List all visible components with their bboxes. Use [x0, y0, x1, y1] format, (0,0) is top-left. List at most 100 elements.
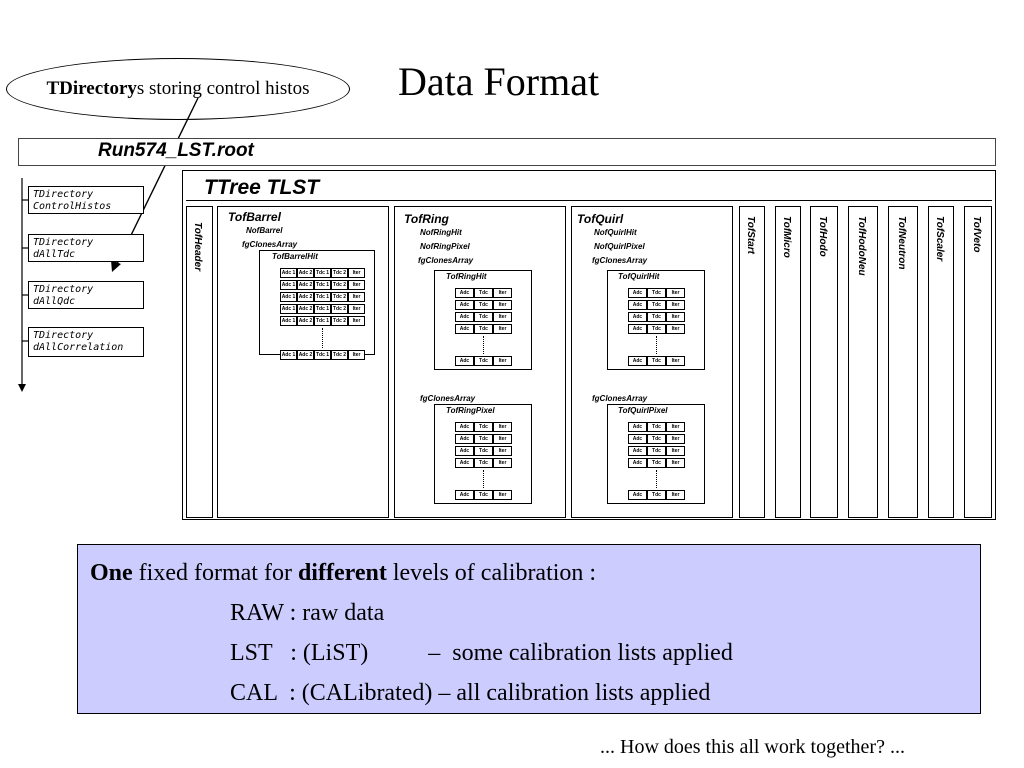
- barrel-cell: Tdc 2: [331, 316, 348, 326]
- barrel-cell: Tdc 1: [314, 304, 331, 314]
- quirl-hit-cell: Iter: [666, 324, 685, 334]
- quirl-pixel-cell: Iter: [666, 422, 685, 432]
- directory-control-histos: TDirectory ControlHistos: [28, 186, 144, 214]
- branch-label: TofVeto: [971, 216, 982, 253]
- branch-label: TofStart: [745, 216, 756, 254]
- quirl-pixel-cell: Iter: [666, 446, 685, 456]
- quirl-pixel-cell: Tdc: [647, 490, 666, 500]
- branch-tof-hodo: [810, 206, 838, 518]
- quirl-hit-cell: Adc: [628, 324, 647, 334]
- directory-line: TDirectory: [33, 237, 94, 248]
- quirl-pixel-cell: Iter: [666, 434, 685, 444]
- ring-pixel-cell: Iter: [493, 434, 512, 444]
- inner-title: TofBarrelHit: [272, 252, 318, 261]
- continuation-dots: [655, 336, 659, 354]
- quirl-hit-cell: Tdc: [647, 288, 666, 298]
- ttree-divider: [186, 200, 992, 201]
- branch-label: TofHeader: [192, 222, 203, 272]
- quirl-pixel-cell: Tdc: [647, 458, 666, 468]
- ring-hit-cell: Iter: [493, 312, 512, 322]
- ring-hit-cell: Tdc: [474, 312, 493, 322]
- barrel-cell: Adc 1: [280, 280, 297, 290]
- footer-text: ... How does this all work together? ...: [600, 736, 905, 758]
- quirl-hit-cell: Iter: [666, 300, 685, 310]
- ttree-name: TTree TLST: [204, 176, 320, 199]
- ring-hit-cell: Iter: [493, 288, 512, 298]
- barrel-cell: Tdc 2: [331, 304, 348, 314]
- directory-line: TDirectory: [33, 330, 94, 341]
- leaf-label: NofRingPixel: [420, 242, 470, 251]
- directory-line: dAllCorrelation: [33, 342, 124, 353]
- barrel-cell: Adc 2: [297, 292, 314, 302]
- quirl-pixel-cell: Tdc: [647, 446, 666, 456]
- inner-title: TofRingHit: [446, 272, 487, 281]
- leaf-label: fgClonesArray: [592, 256, 648, 265]
- barrel-cell: Adc 2: [297, 316, 314, 326]
- ring-hit-cell: Tdc: [474, 288, 493, 298]
- barrel-cell: Adc 1: [280, 316, 297, 326]
- ring-hit-cell: Adc: [455, 312, 474, 322]
- barrel-cell: Adc 1: [280, 304, 297, 314]
- directory-line: dAllQdc: [33, 296, 76, 307]
- directory-line: TDirectory: [33, 189, 94, 200]
- quirl-hit-cell: Adc: [628, 312, 647, 322]
- barrel-cell: Adc 2: [297, 350, 314, 360]
- quirl-pixel-cell: Tdc: [647, 422, 666, 432]
- quirl-hit-cell: Iter: [666, 288, 685, 298]
- barrel-cell: Tdc 1: [314, 292, 331, 302]
- ring-pixel-cell: Tdc: [474, 422, 493, 432]
- ring-pixel-cell: Tdc: [474, 434, 493, 444]
- ring-pixel-cell: Adc: [455, 446, 474, 456]
- barrel-cell: Iter: [348, 350, 365, 360]
- branch-tof-veto: [964, 206, 992, 518]
- directory-line: TDirectory: [33, 284, 94, 295]
- barrel-cell: Tdc 1: [314, 316, 331, 326]
- quirl-hit-cell: Adc: [628, 288, 647, 298]
- ring-hit-cell: Adc: [455, 324, 474, 334]
- leaf-label: fgClonesArray: [242, 240, 298, 249]
- ring-pixel-cell: Iter: [493, 446, 512, 456]
- ring-hit-cell: Tdc: [474, 356, 493, 366]
- branch-title: TofBarrel: [228, 210, 281, 224]
- barrel-cell: Iter: [348, 316, 365, 326]
- barrel-cell: Adc 1: [280, 292, 297, 302]
- directory-line: ControlHistos: [33, 201, 112, 212]
- inner-title: TofQuirlPixel: [618, 406, 668, 415]
- continuation-dots: [321, 328, 325, 348]
- branch-tof-scaler: [928, 206, 954, 518]
- ring-pixel-cell: Iter: [493, 490, 512, 500]
- barrel-cell: Tdc 1: [314, 268, 331, 278]
- quirl-hit-cell: Tdc: [647, 300, 666, 310]
- leaf-label: fgClonesArray: [592, 394, 648, 403]
- directory-line: dAllTdc: [33, 249, 76, 260]
- branch-tof-neutron: [888, 206, 918, 518]
- inner-title: TofRingPixel: [446, 406, 495, 415]
- leaf-label: fgClonesArray: [418, 256, 474, 265]
- barrel-cell: Iter: [348, 268, 365, 278]
- leaf-label: NofBarrel: [246, 226, 283, 235]
- ring-hit-cell: Adc: [455, 288, 474, 298]
- inner-title: TofQuirlHit: [618, 272, 660, 281]
- quirl-pixel-cell: Iter: [666, 490, 685, 500]
- ring-pixel-cell: Adc: [455, 458, 474, 468]
- inner-barrel-hit: [259, 250, 375, 355]
- callout-bold: TDirectory: [46, 78, 137, 99]
- directory-all-tdc: TDirectory dAllTdc: [28, 234, 144, 262]
- info-bold: One: [90, 560, 133, 586]
- root-file-bar: [18, 138, 996, 166]
- barrel-cell: Adc 1: [280, 350, 297, 360]
- quirl-pixel-cell: Adc: [628, 434, 647, 444]
- barrel-cell: Tdc 1: [314, 350, 331, 360]
- barrel-cell: Tdc 2: [331, 292, 348, 302]
- barrel-cell: Adc 2: [297, 304, 314, 314]
- info-line-1: One fixed format for different levels of…: [90, 559, 596, 587]
- branch-label: TofHodo: [817, 216, 828, 257]
- ring-pixel-cell: Adc: [455, 422, 474, 432]
- barrel-cell: Iter: [348, 292, 365, 302]
- continuation-dots: [482, 336, 486, 354]
- directory-all-qdc: TDirectory dAllQdc: [28, 281, 144, 309]
- continuation-dots: [482, 470, 486, 488]
- quirl-hit-cell: Tdc: [647, 324, 666, 334]
- barrel-cell: Adc 2: [297, 268, 314, 278]
- barrel-cell: Adc 1: [280, 268, 297, 278]
